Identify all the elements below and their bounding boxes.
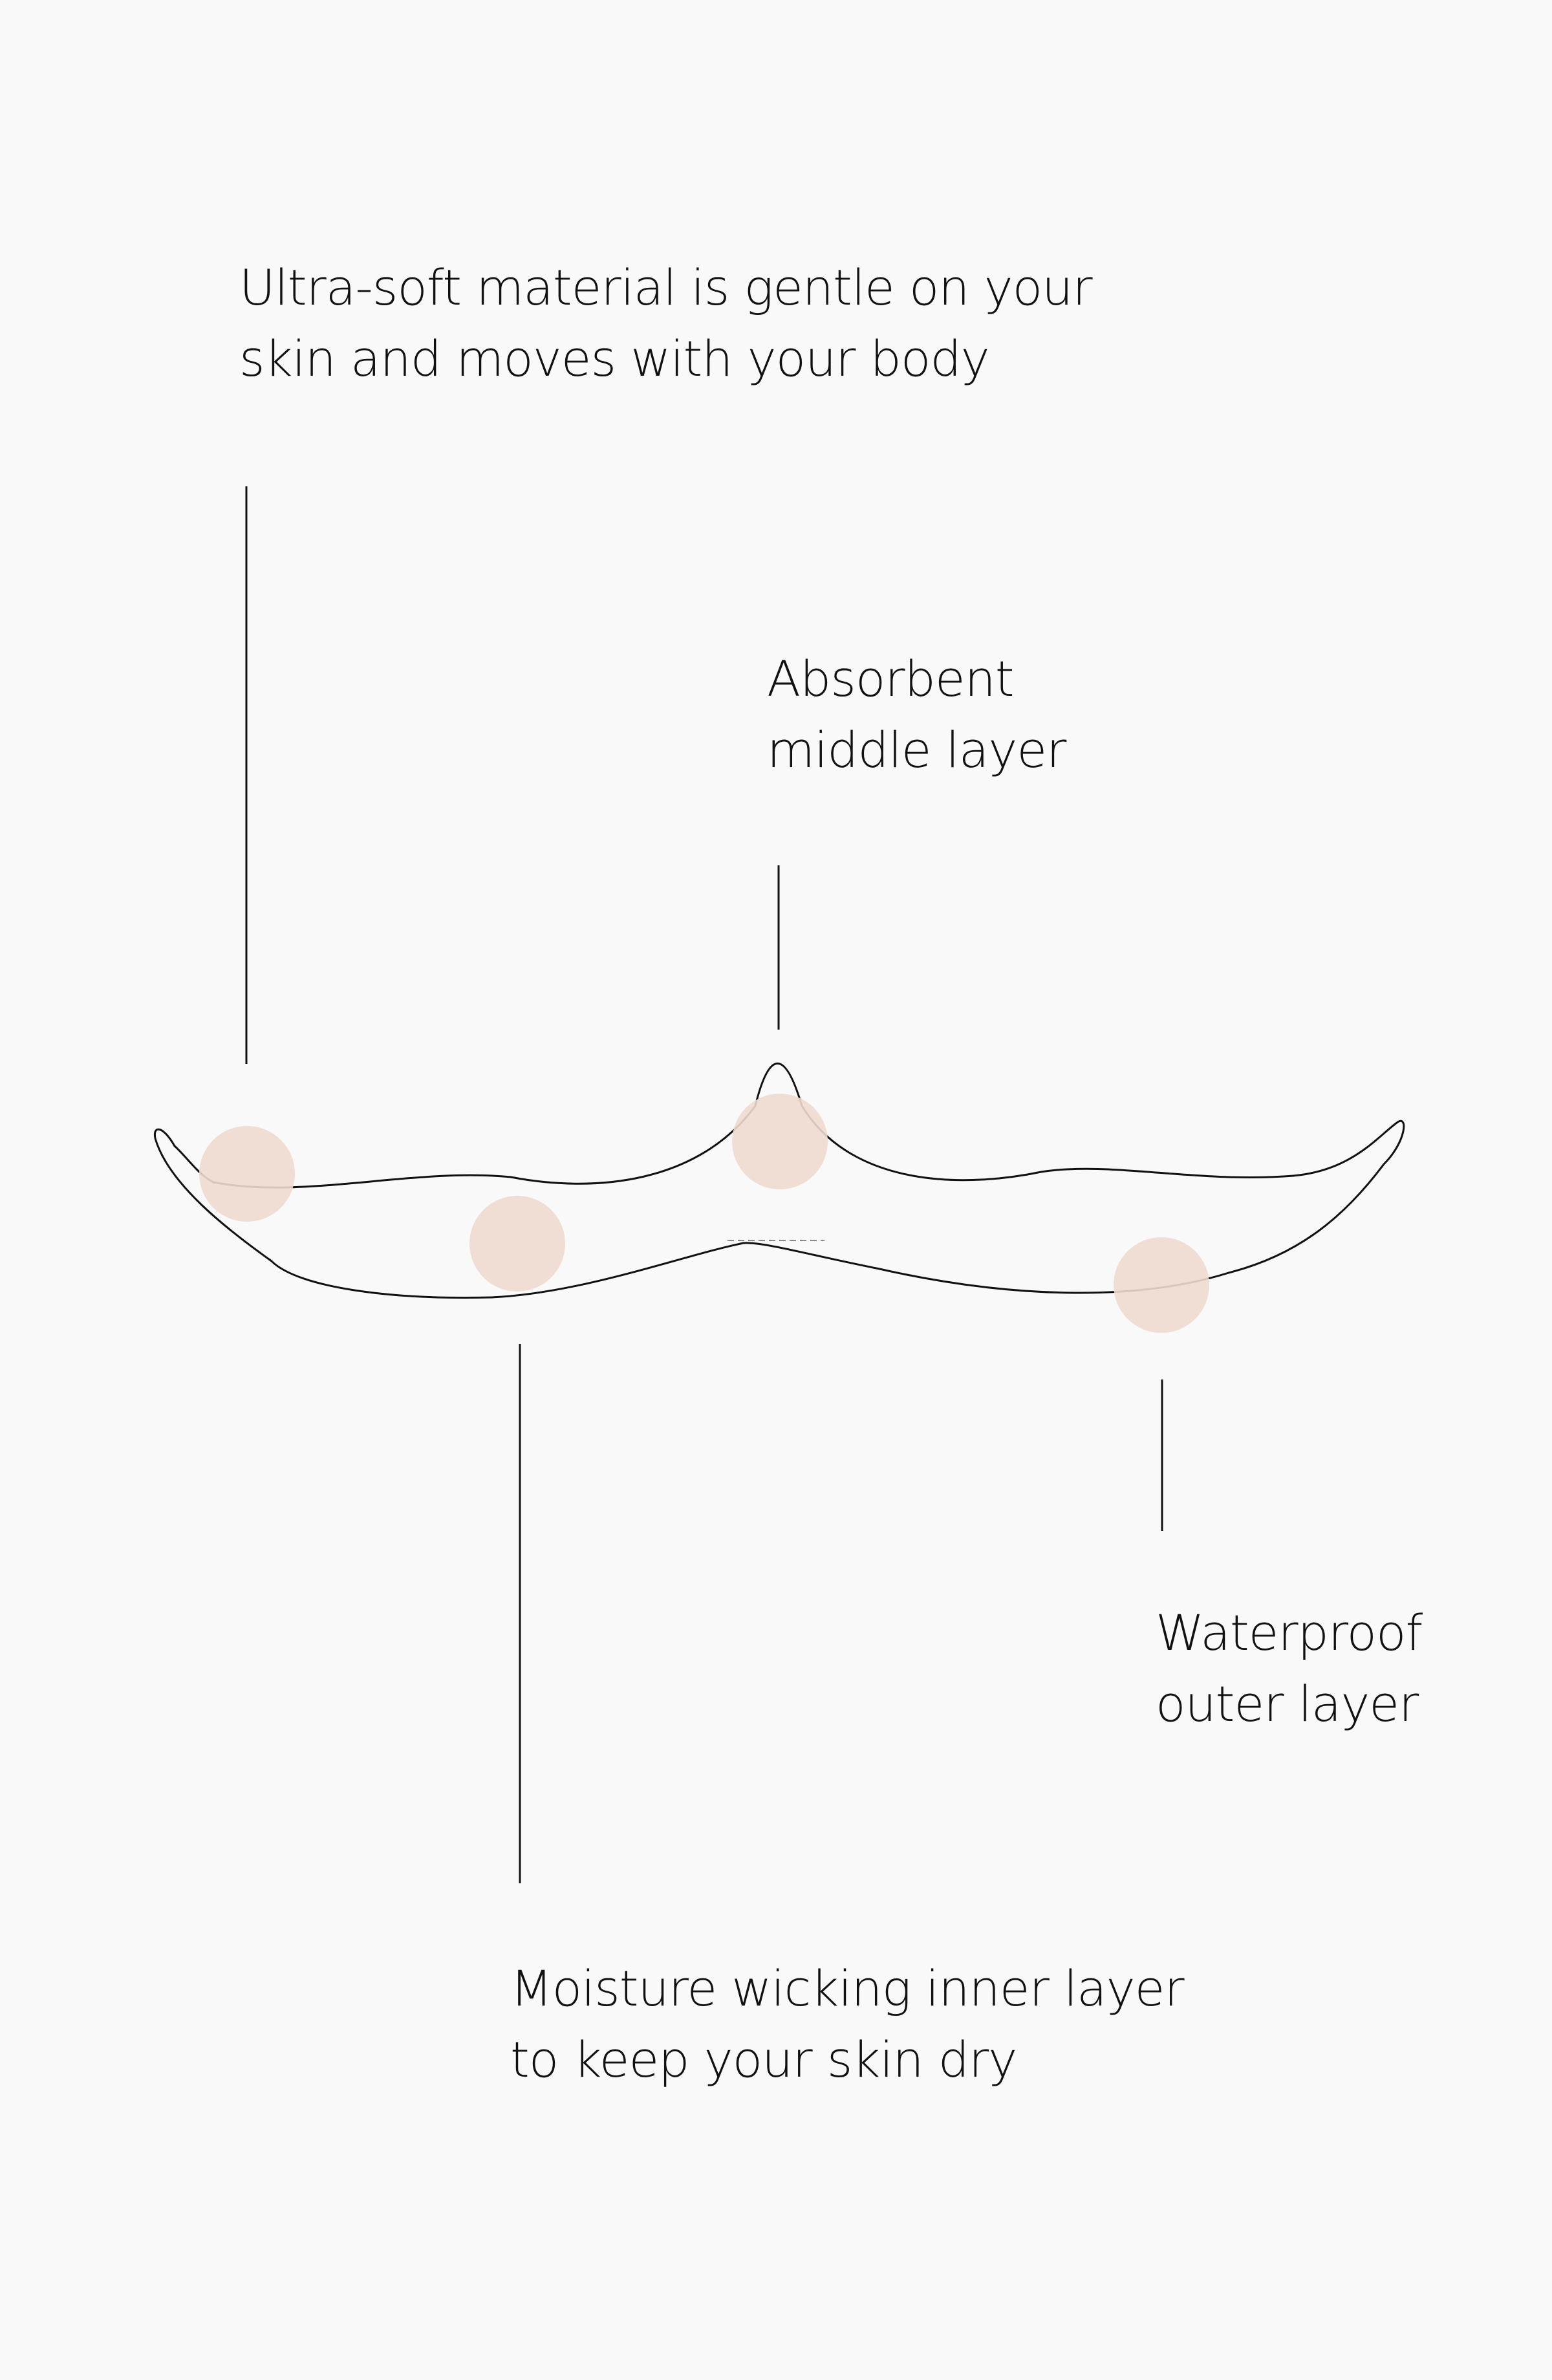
callout-waterproof-layer: Waterproof outer layer — [1156, 1597, 1423, 1740]
callout-moisture-wicking-line1: Moisture wicking inner layer — [510, 1960, 1185, 2017]
marker-absorbent — [732, 1094, 828, 1189]
callout-soft-material-line1: Ultra-soft material is gentle on your — [239, 259, 1093, 316]
callout-moisture-wicking-layer: Moisture wicking inner layer to keep you… — [510, 1953, 1185, 2095]
marker-soft-material — [199, 1126, 295, 1222]
marker-moisture-wicking — [469, 1196, 565, 1292]
product-outline — [153, 1063, 1405, 1299]
marker-waterproof — [1114, 1237, 1209, 1333]
callout-absorbent-line2: middle layer — [767, 721, 1066, 779]
callout-waterproof-line1: Waterproof — [1156, 1604, 1423, 1661]
callout-moisture-wicking-line2: to keep your skin dry — [510, 2031, 1017, 2088]
callout-soft-material-line2: skin and moves with your body — [239, 330, 990, 387]
callout-waterproof-line2: outer layer — [1156, 1675, 1419, 1733]
callout-absorbent-layer: Absorbent middle layer — [767, 644, 1066, 786]
callout-soft-material: Ultra-soft material is gentle on your sk… — [239, 252, 1093, 395]
callout-absorbent-line1: Absorbent — [767, 650, 1015, 708]
